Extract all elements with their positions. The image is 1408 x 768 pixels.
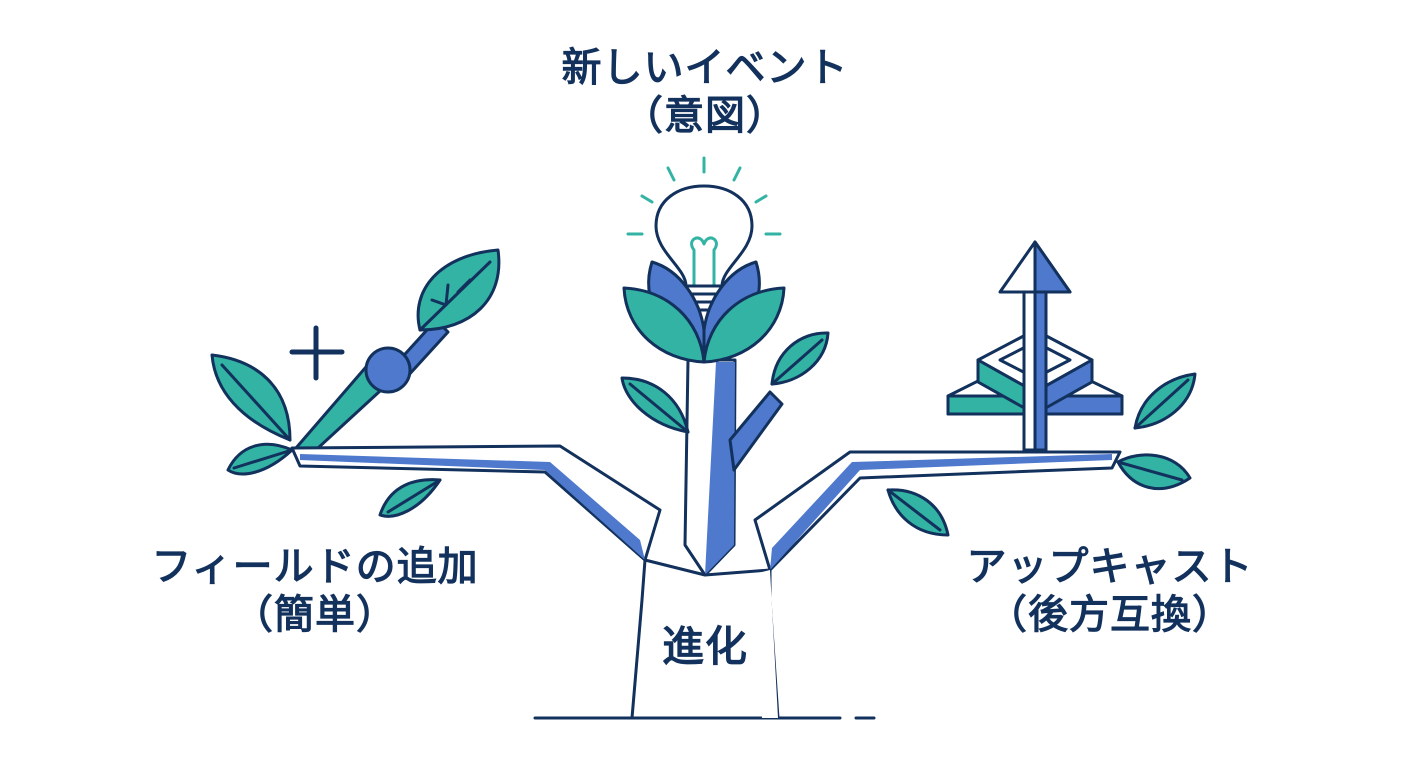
leaf	[886, 488, 950, 537]
add-field-title: フィールドの追加	[151, 544, 479, 590]
leaf	[226, 442, 294, 476]
upcast-title: アップキャスト	[966, 544, 1254, 590]
leaf	[210, 353, 292, 442]
add-field-stem	[294, 318, 450, 450]
upcast-subtitle: （後方互換）	[987, 592, 1233, 638]
upcast-label: アップキャスト （後方互換）	[930, 543, 1290, 639]
add-field-subtitle: （簡単）	[233, 592, 397, 638]
light-rays	[626, 156, 782, 236]
lightbulb-icon	[622, 156, 786, 364]
leaf	[1116, 453, 1192, 490]
up-arrow-icon	[946, 240, 1124, 452]
new-event-label: 新しいイベント （意図）	[500, 44, 910, 140]
leaves	[210, 248, 1197, 537]
new-event-subtitle: （意図）	[623, 93, 787, 139]
plus-icon	[289, 325, 345, 381]
leaf	[770, 331, 830, 386]
tree-icon	[290, 358, 1122, 720]
new-event-title: 新しいイベント	[561, 45, 849, 91]
leaf	[620, 376, 690, 434]
leaf	[416, 248, 501, 332]
leaf	[1133, 372, 1197, 430]
leaf	[378, 478, 442, 518]
evolution-center-label: 進化	[661, 622, 748, 671]
add-field-label: フィールドの追加 （簡単）	[100, 543, 530, 639]
